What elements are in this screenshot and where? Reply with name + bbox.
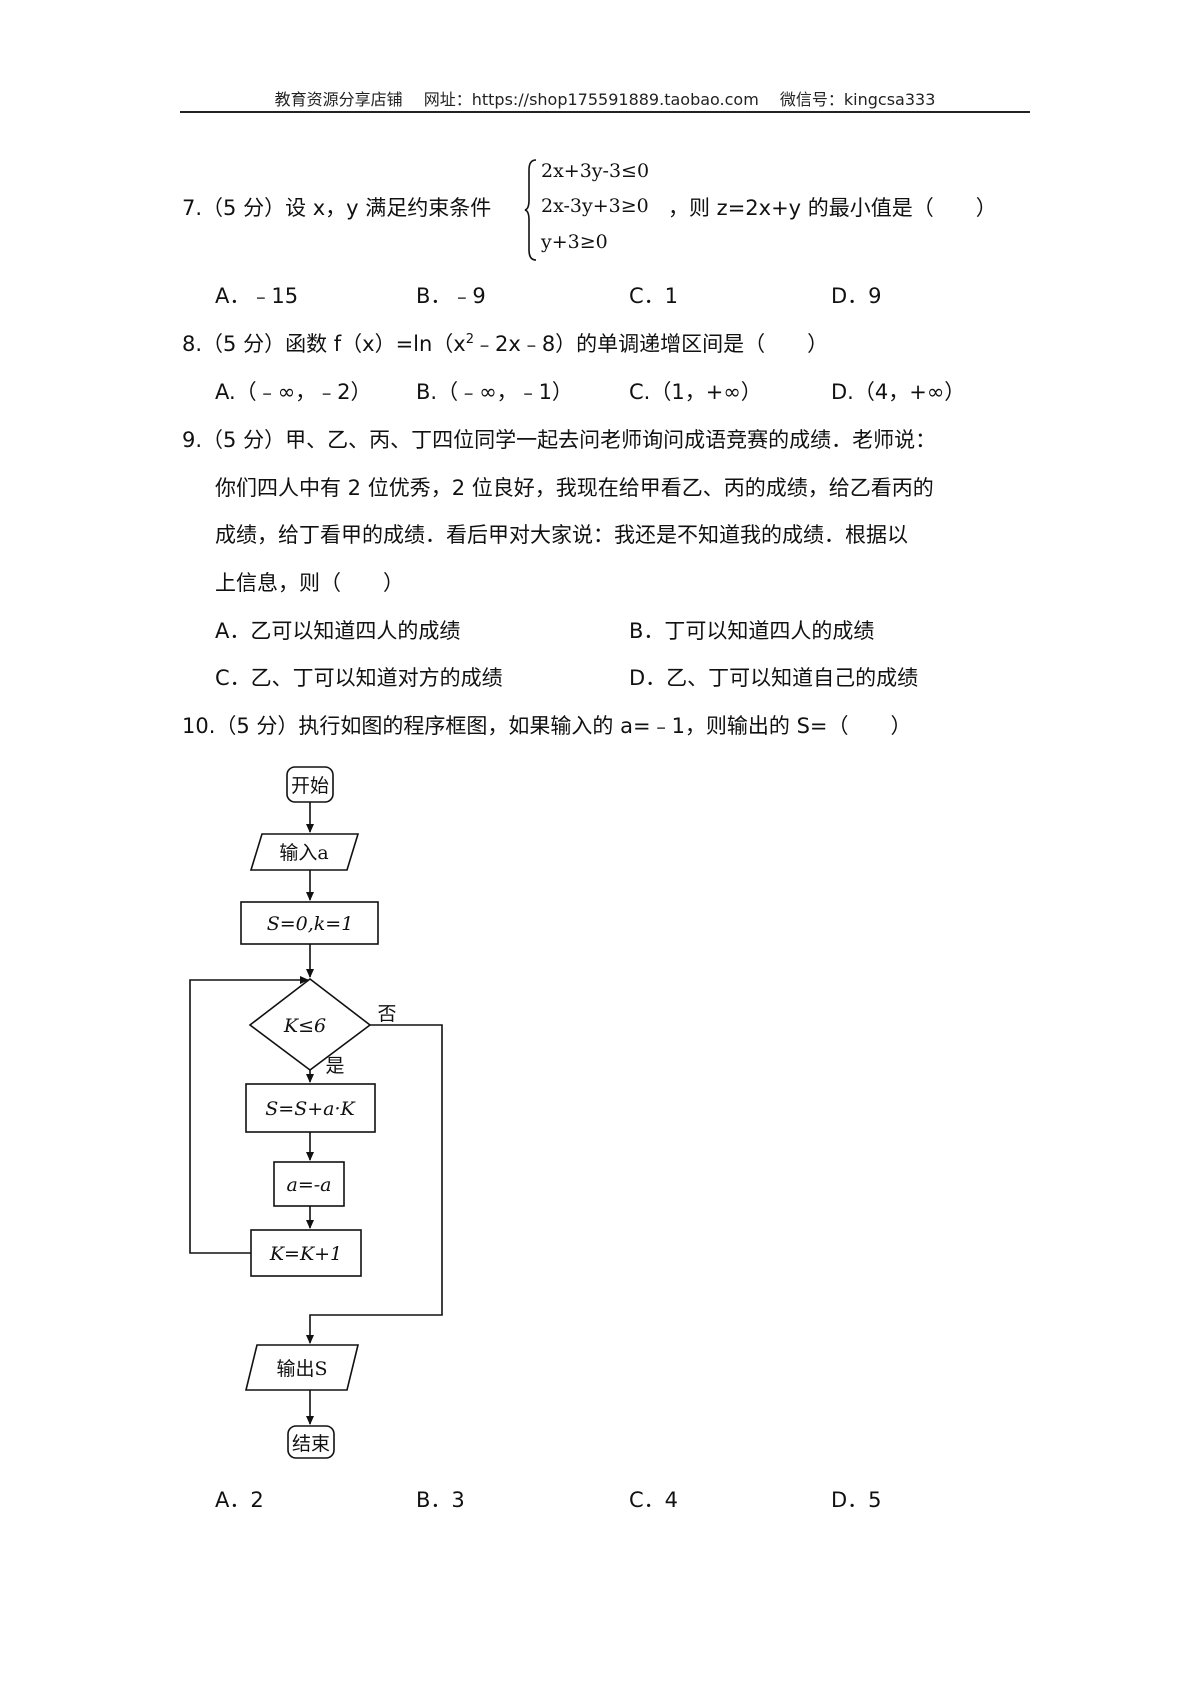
q7-constraint-1: 2x+3y-3≤0	[541, 160, 650, 182]
q9-option-d: D．乙、丁可以知道自己的成绩	[629, 666, 919, 690]
q9-option-b: B．丁可以知道四人的成绩	[629, 619, 875, 643]
q7-option-c: C．1	[629, 284, 679, 308]
q10-option-a: A．2	[215, 1488, 264, 1512]
flow-negate-label: a=-a	[287, 1174, 332, 1196]
q9-option-a: A．乙可以知道四人的成绩	[215, 619, 461, 643]
q7-option-a: A．﹣15	[215, 284, 299, 308]
flow-negate-shape	[273, 1161, 345, 1207]
q7-prefix: 7.（5 分）设 x，y 满足约束条件	[182, 196, 492, 220]
page-header: 教育资源分享店铺 网址：https://shop175591889.taobao…	[180, 86, 1030, 110]
flow-accumulate-label: S=S+a·K	[265, 1098, 356, 1120]
q9-line-3: 成绩，给丁看甲的成绩．看后甲对大家说：我还是不知道我的成绩．根据以	[215, 523, 908, 547]
q7-option-d: D．9	[831, 284, 882, 308]
program-flowchart: 开始 输入a S=0,k=1 K≤6 否 是 S=S+a·K a=-a K=K+…	[189, 766, 443, 1459]
q7-constraint-3: y+3≥0	[541, 231, 608, 253]
flow-output-label: 输出S	[276, 1358, 327, 1380]
q8-option-b: B.（﹣∞，﹣1）	[416, 380, 573, 404]
q8-exponent: 2	[465, 332, 475, 347]
flow-output-shape	[244, 1344, 360, 1391]
q8-stem-b: ﹣2x﹣8）的单调递增区间是（ ）	[474, 332, 829, 356]
q10-option-d: D．5	[831, 1488, 882, 1512]
q7-constraint-system: 2x+3y-3≤0 2x-3y+3≥0 y+3≥0	[524, 158, 674, 262]
header-wechat: 微信号：kingcsa333	[779, 90, 936, 109]
header-shop: 教育资源分享店铺	[274, 90, 403, 109]
flow-input-shape	[249, 833, 360, 871]
flow-end-label: 结束	[292, 1433, 330, 1455]
flow-yes-label: 是	[325, 1055, 344, 1077]
flow-init-label: S=0,k=1	[267, 913, 354, 935]
q7-option-b: B．﹣9	[416, 284, 486, 308]
left-brace-icon	[524, 159, 537, 261]
flow-increment-label: K=K+1	[269, 1243, 342, 1265]
q9-line-2: 你们四人中有 2 位优秀，2 位良好，我现在给甲看乙、丙的成绩，给乙看丙的	[215, 476, 934, 500]
q9-option-c: C．乙、丁可以知道对方的成绩	[215, 666, 503, 690]
header-site[interactable]: 网址：https://shop175591889.taobao.com	[423, 90, 759, 109]
q10-stem: 10.（5 分）执行如图的程序框图，如果输入的 a=﹣1，则输出的 S=（ ）	[182, 714, 912, 738]
flow-condition-label: K≤6	[283, 1015, 326, 1037]
q8-option-d: D.（4，+∞）	[831, 380, 966, 404]
flow-end-shape	[287, 1425, 335, 1459]
flow-loop-back	[189, 976, 309, 1254]
q7-suffix: ，则 z=2x+y 的最小值是（ ）	[668, 196, 997, 220]
q7-constraint-2: 2x-3y+3≥0	[541, 195, 649, 217]
q9-line-4: 上信息，则（ ）	[215, 571, 404, 595]
flow-input-label: 输入a	[279, 842, 328, 864]
header-rule	[180, 111, 1030, 113]
flow-no-branch	[306, 1024, 443, 1344]
flow-start-label: 开始	[291, 775, 329, 797]
q8-stem: 8.（5 分）函数 f（x）=ln（x2﹣2x﹣8）的单调递增区间是（ ）	[182, 332, 828, 357]
flow-no-label: 否	[377, 1003, 396, 1025]
q8-stem-a: 8.（5 分）函数 f（x）=ln（x	[182, 332, 466, 356]
q10-option-c: C．4	[629, 1488, 679, 1512]
q10-option-b: B．3	[416, 1488, 465, 1512]
q9-line-1: 9.（5 分）甲、乙、丙、丁四位同学一起去问老师询问成语竞赛的成绩．老师说：	[182, 428, 937, 452]
q8-option-a: A.（﹣∞，﹣2）	[215, 380, 372, 404]
q8-option-c: C.（1，+∞）	[629, 380, 762, 404]
